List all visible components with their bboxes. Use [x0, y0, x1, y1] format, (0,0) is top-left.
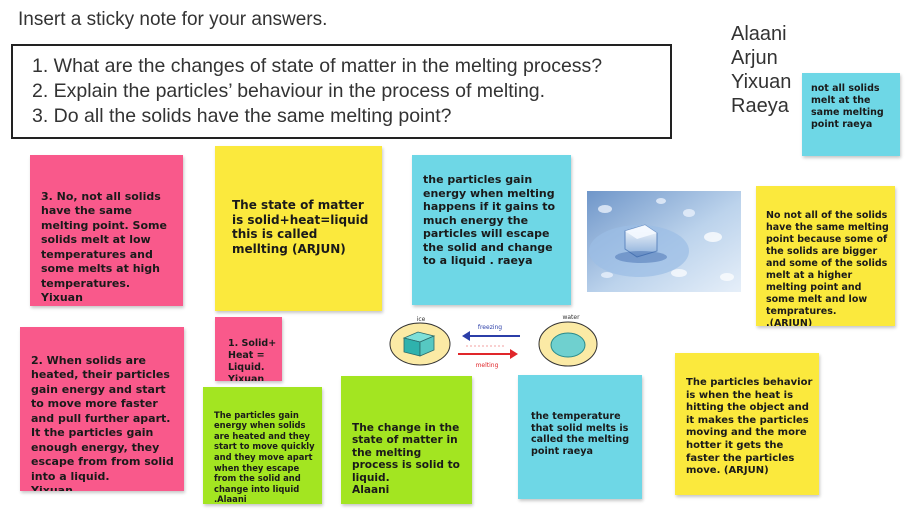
student-names: Alaani Arjun Yixuan Raeya [731, 22, 791, 118]
sticky-note-raeya-melting-point[interactable]: not all solids melt at the same melting … [802, 73, 900, 156]
sticky-note-arjun-melting-point[interactable]: No not all of the solids have the same m… [756, 186, 895, 326]
sticky-note-yixuan-q1[interactable]: 1. Solid+ Heat = Liquid. Yixuan [215, 317, 282, 381]
sticky-note-text: The particles gain energy when solids ar… [214, 409, 315, 504]
water-label: water [562, 314, 580, 321]
instruction-text: Insert a sticky note for your answers. [18, 9, 328, 30]
question-1: 1. What are the changes of state of matt… [32, 55, 603, 77]
sticky-note-raeya-particles[interactable]: the particles gain energy when melting h… [412, 155, 571, 305]
ice-label: ice [417, 316, 426, 323]
sticky-note-text: No not all of the solids have the same m… [766, 210, 889, 326]
sticky-note-alaani-particles[interactable]: The particles gain energy when solids ar… [203, 387, 322, 504]
question-2: 2. Explain the particles’ behaviour in t… [32, 80, 546, 102]
sticky-note-arjun-behavior[interactable]: The particles behavior is when the heat … [675, 353, 819, 495]
question-3: 3. Do all the solids have the same melti… [32, 105, 452, 127]
sticky-note-text: The particles behavior is when the heat … [686, 377, 813, 477]
sticky-note-yixuan-q3[interactable]: 3. No, not all solids have the same melt… [30, 155, 183, 306]
sticky-note-text: the temperature that solid melts is call… [531, 411, 630, 457]
name-arjun: Arjun [731, 47, 778, 69]
melting-freezing-diagram: ice water freezing melting [389, 314, 598, 369]
sticky-note-text: The state of matter is solid+heat=liquid… [232, 198, 369, 256]
sticky-note-text: not all solids melt at the same melting … [811, 83, 884, 130]
ice-circle [389, 322, 451, 366]
sticky-note-text: 1. Solid+ Heat = Liquid. Yixuan [228, 338, 277, 381]
melting-ice-photo [587, 191, 741, 292]
questions-box[interactable]: 1. What are the changes of state of matt… [11, 44, 672, 139]
sticky-note-text: 2. When solids are heated, their particl… [31, 353, 174, 492]
freezing-label: freezing [478, 324, 502, 331]
name-alaani: Alaani [731, 23, 787, 45]
name-yixuan: Yixuan [731, 71, 792, 93]
name-raeya: Raeya [731, 95, 789, 117]
sticky-note-alaani-change[interactable]: The change in the state of matter in the… [341, 376, 472, 504]
sticky-note-text: the particles gain energy when melting h… [423, 173, 556, 267]
sticky-note-text: The change in the state of matter in the… [352, 421, 460, 497]
sticky-note-text: 3. No, not all solids have the same melt… [41, 189, 167, 305]
sticky-note-arjun-state[interactable]: The state of matter is solid+heat=liquid… [215, 146, 382, 311]
freezing-arrow [462, 331, 520, 341]
melting-arrow [458, 345, 518, 359]
sticky-note-raeya-temperature[interactable]: the temperature that solid melts is call… [518, 375, 642, 499]
water-circle [538, 321, 598, 367]
melting-label: melting [476, 362, 499, 369]
sticky-note-yixuan-q2[interactable]: 2. When solids are heated, their particl… [20, 327, 184, 491]
